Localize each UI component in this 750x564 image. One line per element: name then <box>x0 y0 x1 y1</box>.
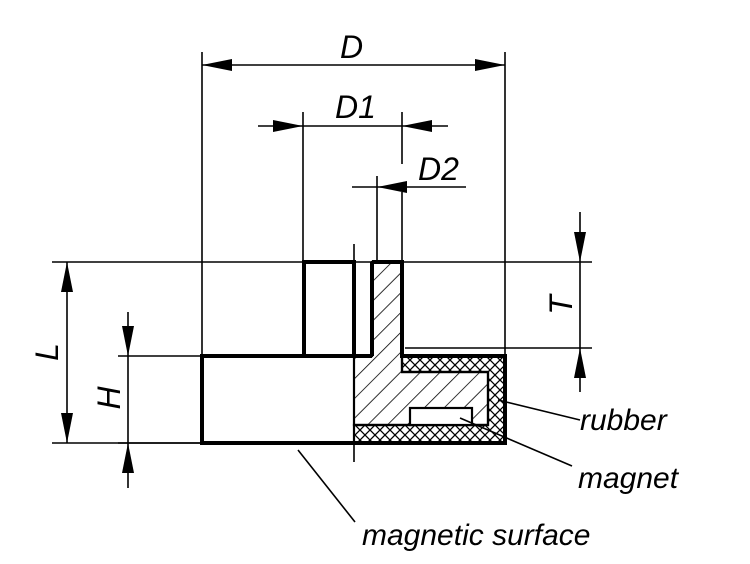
dimension-label-h: H <box>91 386 127 410</box>
dimension-label-l: L <box>29 343 65 361</box>
magnet-insert <box>408 406 474 427</box>
dimension-d2: D2 <box>352 151 466 262</box>
dimension-label-d: D <box>340 29 363 65</box>
callout-rubber: rubber <box>497 399 668 437</box>
dimension-h: H <box>91 312 134 488</box>
callout-label-rubber: rubber <box>580 404 668 437</box>
section-view <box>352 260 507 445</box>
steel-body <box>352 260 490 427</box>
callout-label-magnet: magnet <box>578 462 680 495</box>
dimension-d1: D1 <box>258 89 448 262</box>
part-outline <box>200 260 356 445</box>
callout-label-magnetic-surface: magnetic surface <box>362 519 590 552</box>
dimension-l: L <box>29 262 73 443</box>
dimension-label-d2: D2 <box>418 151 459 187</box>
dimension-label-t: T <box>543 293 579 315</box>
callout-magnet: magnet <box>459 417 680 495</box>
dimension-label-d1: D1 <box>335 89 376 125</box>
dimension-t: T <box>543 212 586 392</box>
callout-magnetic-surface: magnetic surface <box>297 449 590 552</box>
